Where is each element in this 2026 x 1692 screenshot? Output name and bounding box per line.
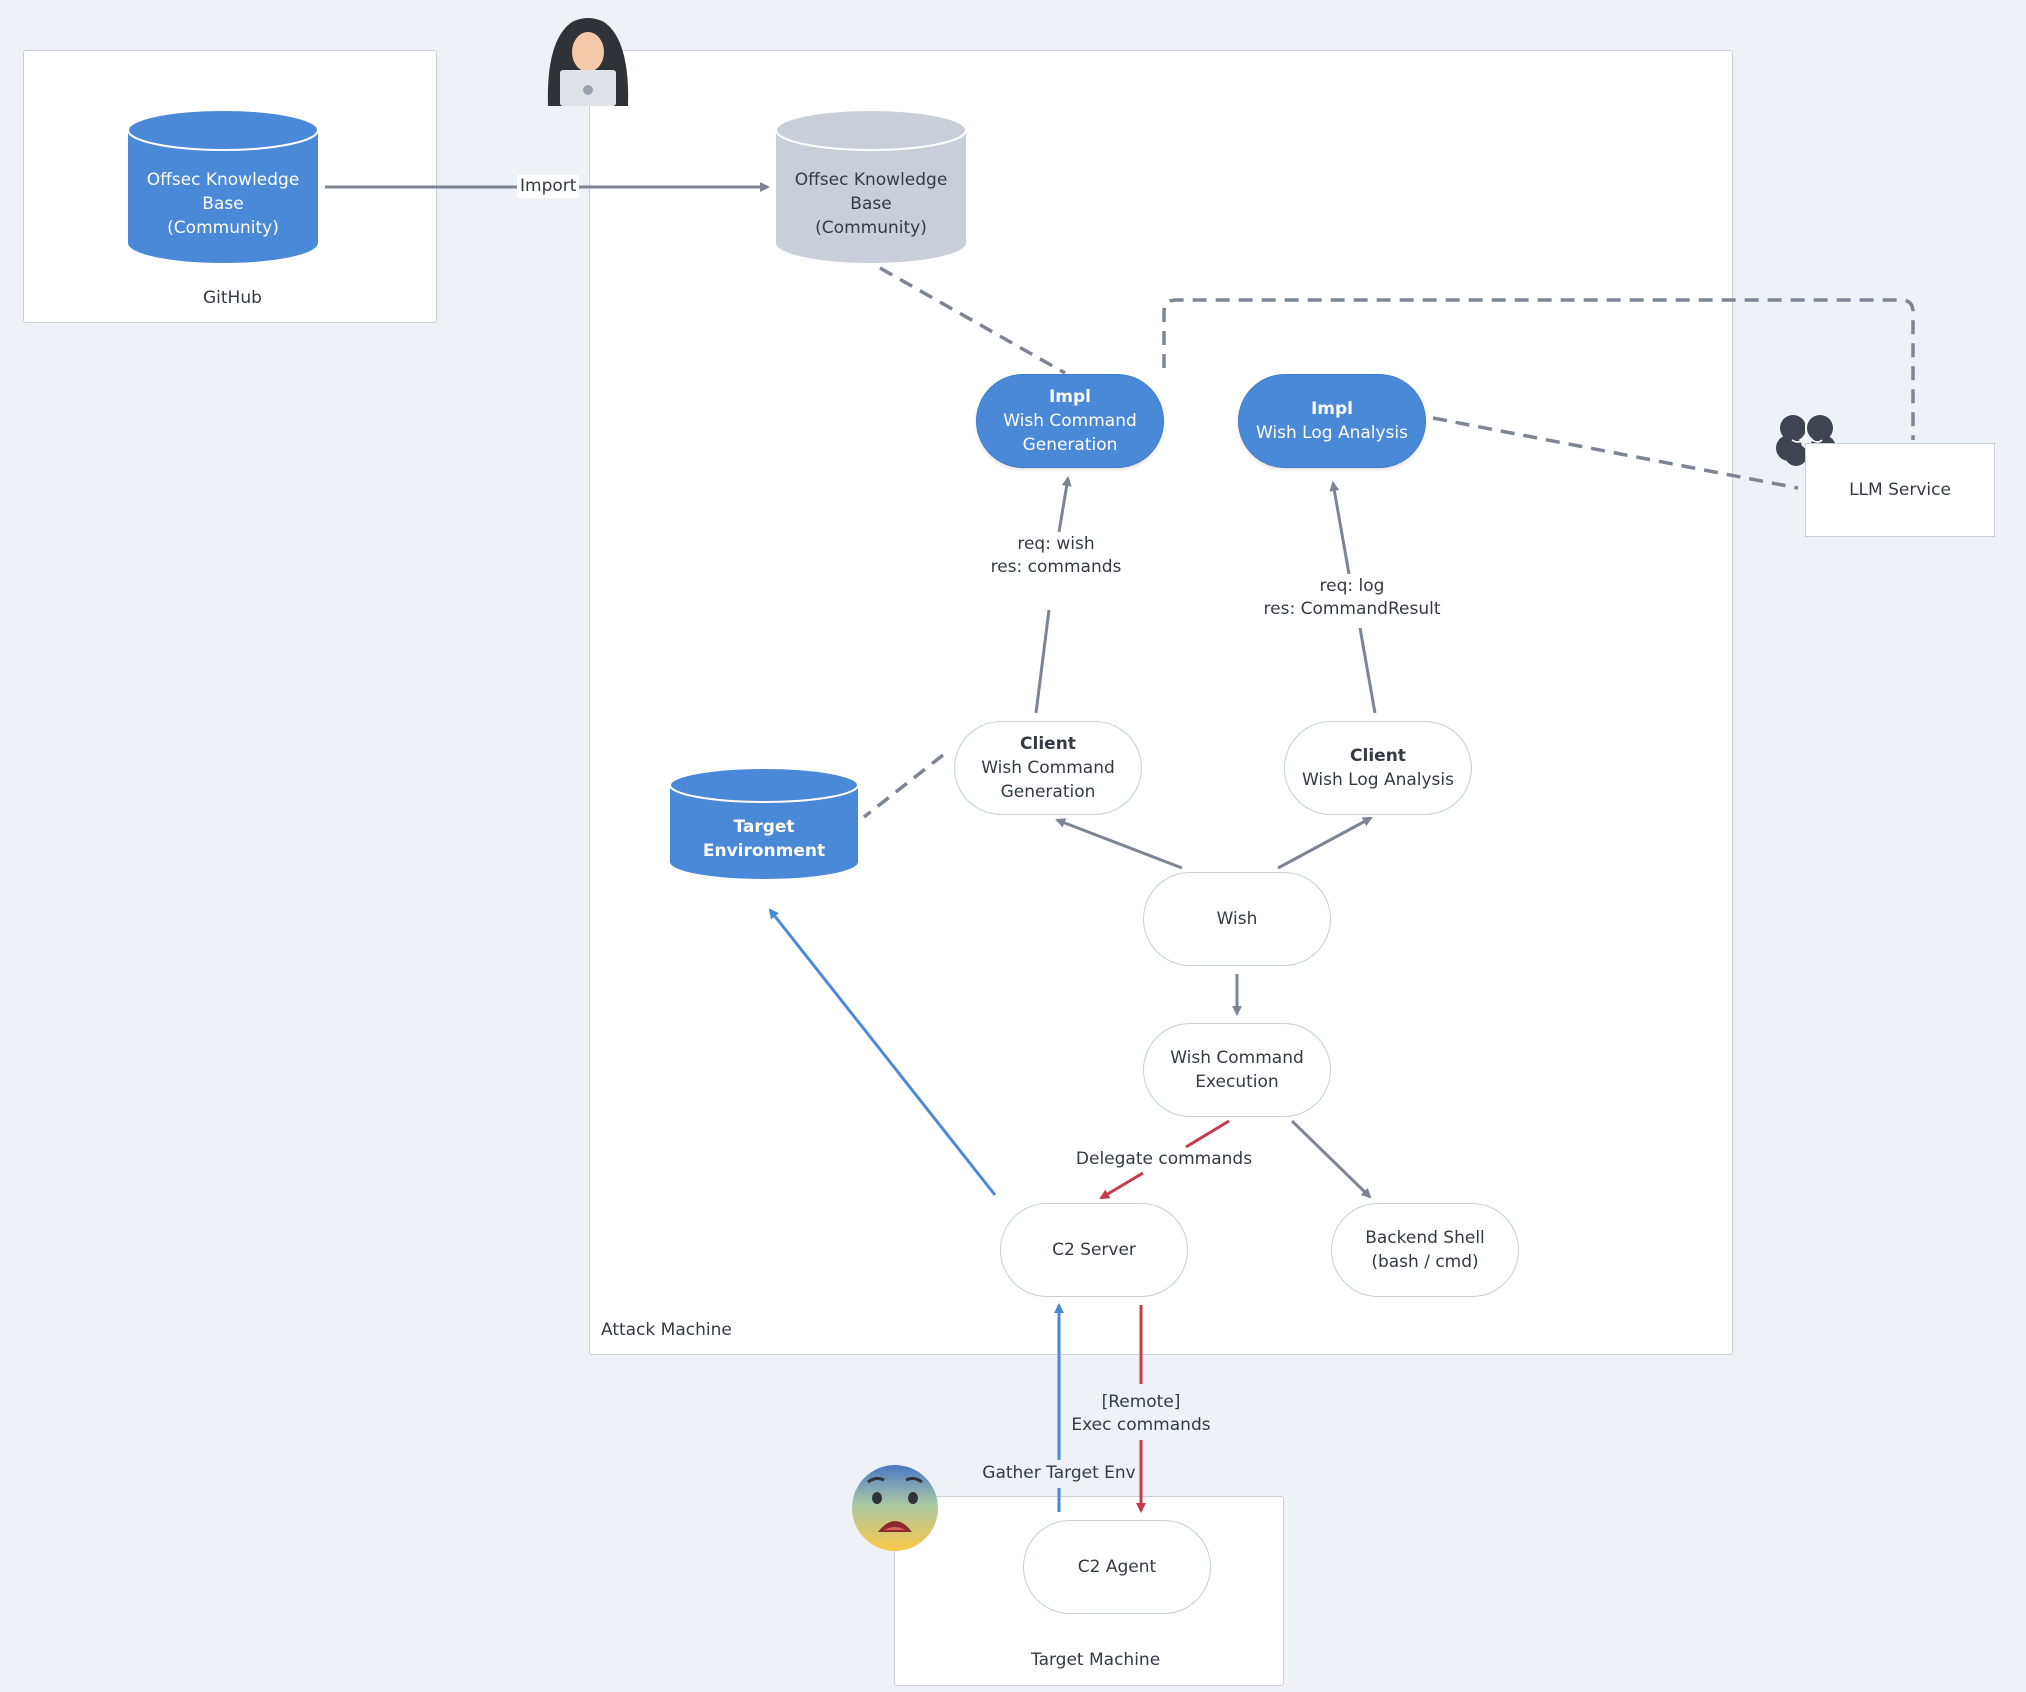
delegate-edge-label: Delegate commands	[1075, 1149, 1253, 1169]
impl-wish-command-generation-node[interactable]: Impl Wish Command Generation	[976, 374, 1164, 468]
impl-wish-log-analysis-node[interactable]: Impl Wish Log Analysis	[1238, 374, 1426, 468]
c2-agent-label: C2 Agent	[1077, 1557, 1157, 1577]
client-wish-log-analysis-node[interactable]: Client Wish Log Analysis	[1284, 721, 1472, 815]
backend-shell-node[interactable]: Backend Shell (bash / cmd)	[1331, 1203, 1519, 1297]
client-log-text: Wish Log Analysis	[1301, 770, 1454, 790]
llm-service-label: LLM Service	[1849, 480, 1951, 500]
delegate-edge-b	[1099, 1171, 1144, 1200]
target-env-cylinder	[669, 767, 859, 879]
github-group-label: GitHub	[203, 288, 262, 308]
remote-exec-edge-label: [Remote] Exec commands	[1071, 1392, 1211, 1435]
kb-to-impl-dashed-edge	[879, 266, 1066, 375]
exec-to-shell-edge	[1290, 1119, 1372, 1199]
impl-log-title: Impl	[1310, 399, 1354, 419]
wish-to-client-cmd-edge	[1055, 818, 1183, 870]
client-cmd-gen-title: Client	[1020, 734, 1076, 754]
wish-command-execution-node[interactable]: Wish Command Execution	[1143, 1023, 1331, 1117]
target-machine-group-label: Target Machine	[1031, 1650, 1161, 1670]
log-request-edge-label: req: log res: CommandResult	[1263, 576, 1441, 619]
attack-machine-group	[589, 50, 1733, 1355]
client-cmd-to-impl-edge-b	[1057, 476, 1072, 533]
kb-github-label: Offsec Knowledge Base (Community)	[146, 169, 300, 238]
backend-shell-label: Backend Shell (bash / cmd)	[1365, 1228, 1485, 1272]
kb-github-cylinder	[127, 109, 319, 263]
client-cmd-to-impl-edge-a	[1034, 609, 1051, 714]
attack-machine-group-label: Attack Machine	[601, 1320, 732, 1340]
c2-server-label: C2 Server	[1052, 1240, 1136, 1260]
kb-local-label: Offsec Knowledge Base (Community)	[794, 169, 948, 238]
impl-to-llm-dashed-edge	[1162, 298, 1915, 440]
import-edge-label: Import	[517, 175, 580, 198]
c2-agent-node[interactable]: C2 Agent	[1023, 1520, 1211, 1614]
wish-to-client-log-edge	[1277, 816, 1373, 870]
client-to-target-env-dashed-edge	[862, 753, 945, 819]
wish-request-edge-label: req: wish res: commands	[990, 534, 1122, 577]
kb-local-cylinder	[775, 109, 967, 263]
client-cmd-gen-text: Wish Command Generation	[981, 758, 1115, 802]
client-log-title: Client	[1350, 746, 1406, 766]
log-impl-to-llm-dashed-edge	[1432, 416, 1799, 490]
wish-cmd-exec-label: Wish Command Execution	[1170, 1048, 1304, 1092]
client-log-to-impl-edge-b	[1329, 481, 1351, 575]
llm-service-node[interactable]: LLM Service	[1805, 443, 1995, 537]
anxious-face-icon	[852, 1465, 938, 1551]
wish-label: Wish	[1216, 909, 1258, 929]
impl-cmd-gen-title: Impl	[1048, 387, 1092, 407]
delegate-edge-a	[1185, 1119, 1230, 1149]
gather-env-edge-label: Gather Target Env	[982, 1463, 1136, 1483]
client-log-to-impl-edge-a	[1358, 627, 1377, 714]
impl-cmd-gen-text: Wish Command Generation	[1003, 411, 1137, 455]
impl-log-text: Wish Log Analysis	[1255, 423, 1408, 443]
c2-to-target-env-edge	[768, 908, 997, 1196]
c2-server-node[interactable]: C2 Server	[1000, 1203, 1188, 1297]
client-wish-command-generation-node[interactable]: Client Wish Command Generation	[954, 721, 1142, 815]
target-env-label: Target Environment	[702, 817, 826, 861]
wish-node[interactable]: Wish	[1143, 872, 1331, 966]
hacker-icon	[547, 18, 629, 106]
